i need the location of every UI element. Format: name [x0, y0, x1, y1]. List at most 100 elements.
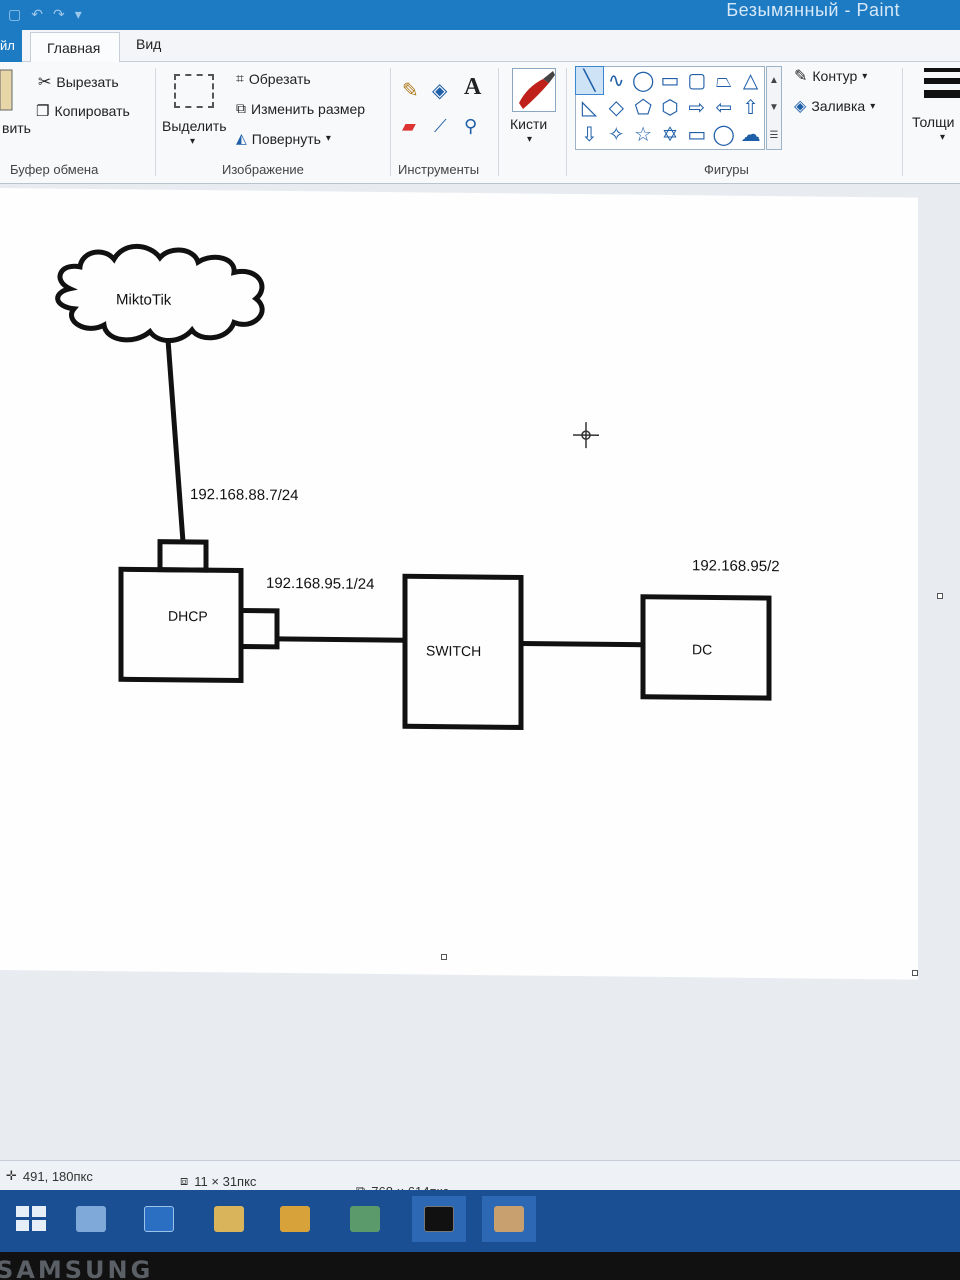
clipboard-group-label: Буфер обмена — [10, 162, 99, 177]
tab-view[interactable]: Вид — [136, 36, 162, 52]
brushes-button[interactable]: Кисти — [510, 116, 548, 132]
file-explorer-icon[interactable] — [202, 1196, 256, 1242]
command-prompt-icon[interactable] — [412, 1196, 466, 1242]
lan-link-line — [277, 636, 405, 643]
customize-icon[interactable]: ▾ — [74, 6, 82, 22]
resize-label: Изменить размер — [251, 100, 366, 117]
taskbar — [0, 1190, 960, 1252]
cloud-callout-icon[interactable]: ☁ — [740, 124, 761, 147]
line-thickness-icon[interactable] — [924, 68, 960, 104]
text-tool-icon[interactable]: A — [464, 74, 482, 100]
ribbon: вить ✂ Вырезать ❐ Копировать Буфер обмен… — [0, 62, 960, 184]
right-arrow-icon[interactable]: ⇨ — [688, 96, 706, 119]
monitor-brand: SAMSUNG — [0, 1256, 154, 1280]
outline-label: Контур — [812, 68, 858, 84]
paste-button[interactable]: вить — [2, 120, 31, 136]
curve-icon[interactable]: ∿ — [607, 69, 625, 92]
resize-handle-corner[interactable] — [912, 970, 918, 976]
network-diagram — [55, 243, 772, 730]
polygon-icon[interactable]: ⏢ — [715, 69, 732, 92]
oval-icon[interactable]: ◯ — [631, 69, 655, 92]
shapes-scrollbar[interactable]: ▲ ▼ ☰ — [766, 66, 782, 150]
scroll-up-icon[interactable]: ▲ — [769, 75, 779, 87]
rectangle-icon[interactable]: ▭ — [660, 69, 680, 92]
left-arrow-icon[interactable]: ⇦ — [715, 96, 733, 119]
paint-app-icon[interactable] — [482, 1196, 536, 1242]
tab-file[interactable]: йл — [0, 30, 22, 62]
outline-button[interactable]: ✎ Контур ▾ — [794, 66, 867, 86]
right-triangle-icon[interactable]: ◺ — [581, 96, 598, 119]
brush-icon[interactable] — [512, 68, 556, 112]
dhcp-right-port — [238, 607, 280, 650]
control-panel-icon[interactable] — [338, 1196, 392, 1242]
resize-handle-right[interactable] — [937, 593, 943, 599]
rotate-dropdown-icon: ▾ — [325, 133, 331, 144]
fill-button[interactable]: ◈ Заливка ▾ — [794, 96, 875, 116]
size-button[interactable]: Толщи — [912, 114, 955, 130]
rotate-button[interactable]: ◭ Повернуть ▾ — [236, 130, 331, 147]
image-group-label: Изображение — [222, 162, 304, 177]
pencil-icon[interactable]: ✎ — [402, 80, 419, 102]
server-manager-icon[interactable] — [64, 1196, 118, 1242]
triangle-icon[interactable]: △ — [742, 69, 759, 92]
cut-button[interactable]: ✂ Вырезать — [38, 72, 119, 92]
divider — [566, 68, 567, 176]
size-dropdown-icon[interactable]: ▾ — [940, 132, 946, 143]
lan-ip-label: 192.168.95.1/24 — [266, 574, 375, 593]
admin-tools-icon[interactable] — [268, 1196, 322, 1242]
switch-label: SWITCH — [426, 642, 482, 660]
save-icon[interactable]: ▢ — [8, 6, 22, 22]
scissors-icon: ✂ — [38, 74, 52, 91]
select-button[interactable]: Выделить — [162, 118, 227, 134]
select-dropdown-icon[interactable]: ▾ — [190, 136, 196, 147]
dc-box — [640, 594, 772, 701]
ribbon-tabs: йл Главная Вид — [0, 30, 960, 63]
selection-size: ⧈ 11 × 31пкс — [180, 1173, 256, 1189]
copy-icon: ❐ — [36, 103, 50, 120]
more-shapes-icon[interactable]: ☰ — [769, 129, 779, 141]
paste-icon[interactable] — [0, 68, 14, 112]
copy-button[interactable]: ❐ Копировать — [36, 102, 130, 120]
wan-link-line — [165, 339, 186, 543]
down-arrow-icon[interactable]: ⇩ — [581, 124, 598, 147]
line-icon[interactable]: ╲ — [575, 65, 604, 96]
resize-handle-bottom[interactable] — [441, 954, 447, 960]
redo-icon[interactable]: ↷ — [52, 6, 65, 22]
start-button[interactable] — [4, 1196, 58, 1242]
hexagon-icon[interactable]: ⬡ — [661, 96, 679, 119]
diamond-icon[interactable]: ◇ — [608, 96, 624, 119]
scroll-down-icon[interactable]: ▼ — [769, 102, 779, 114]
wan-ip-label: 192.168.88.7/24 — [190, 485, 299, 505]
undo-icon[interactable]: ↶ — [31, 6, 43, 22]
paint-window: ▢ ↶ ↷ ▾ Безымянный - Paint йл Главная Ви… — [0, 0, 960, 1252]
up-arrow-icon[interactable]: ⇧ — [742, 96, 759, 119]
window-title: Безымянный - Paint — [726, 0, 900, 20]
copy-label: Копировать — [54, 103, 130, 119]
four-point-star-icon[interactable]: ✧ — [607, 124, 625, 147]
tools-group-label: Инструменты — [398, 162, 480, 177]
crop-button[interactable]: ⌗ Обрезать — [236, 70, 311, 87]
color-picker-icon[interactable]: ⟋ — [434, 116, 447, 136]
monitor-bezel — [0, 1252, 960, 1280]
eraser-icon[interactable]: ▰ — [402, 116, 416, 136]
quick-access-toolbar: ▢ ↶ ↷ ▾ — [8, 6, 82, 23]
rounded-rectangle-icon[interactable]: ▢ — [687, 69, 707, 92]
select-icon[interactable] — [174, 74, 214, 108]
oval-callout-icon[interactable]: ◯ — [712, 124, 735, 147]
powershell-icon[interactable] — [132, 1196, 186, 1242]
resize-button[interactable]: ⧉ Изменить размер — [236, 100, 365, 117]
magnifier-icon[interactable]: ⚲ — [464, 116, 478, 136]
rounded-callout-icon[interactable]: ▭ — [687, 124, 707, 147]
title-bar: ▢ ↶ ↷ ▾ Безымянный - Paint — [0, 0, 960, 30]
six-point-star-icon[interactable]: ✡ — [661, 124, 679, 147]
tab-home[interactable]: Главная — [30, 32, 120, 63]
drawing-canvas[interactable]: MiktoTik 192.168.88.7/24 DHCP 192.168.95… — [0, 188, 918, 980]
dc-link-line — [521, 640, 643, 648]
fill-bucket-icon[interactable]: ◈ — [432, 80, 448, 102]
pentagon-icon[interactable]: ⬠ — [634, 96, 652, 119]
five-point-star-icon[interactable]: ☆ — [634, 124, 653, 147]
brushes-dropdown-icon[interactable]: ▾ — [527, 134, 533, 145]
dhcp-top-port — [157, 539, 209, 573]
cloud-label: MiktoTik — [116, 291, 172, 309]
crosshair-cursor-icon — [573, 422, 599, 449]
